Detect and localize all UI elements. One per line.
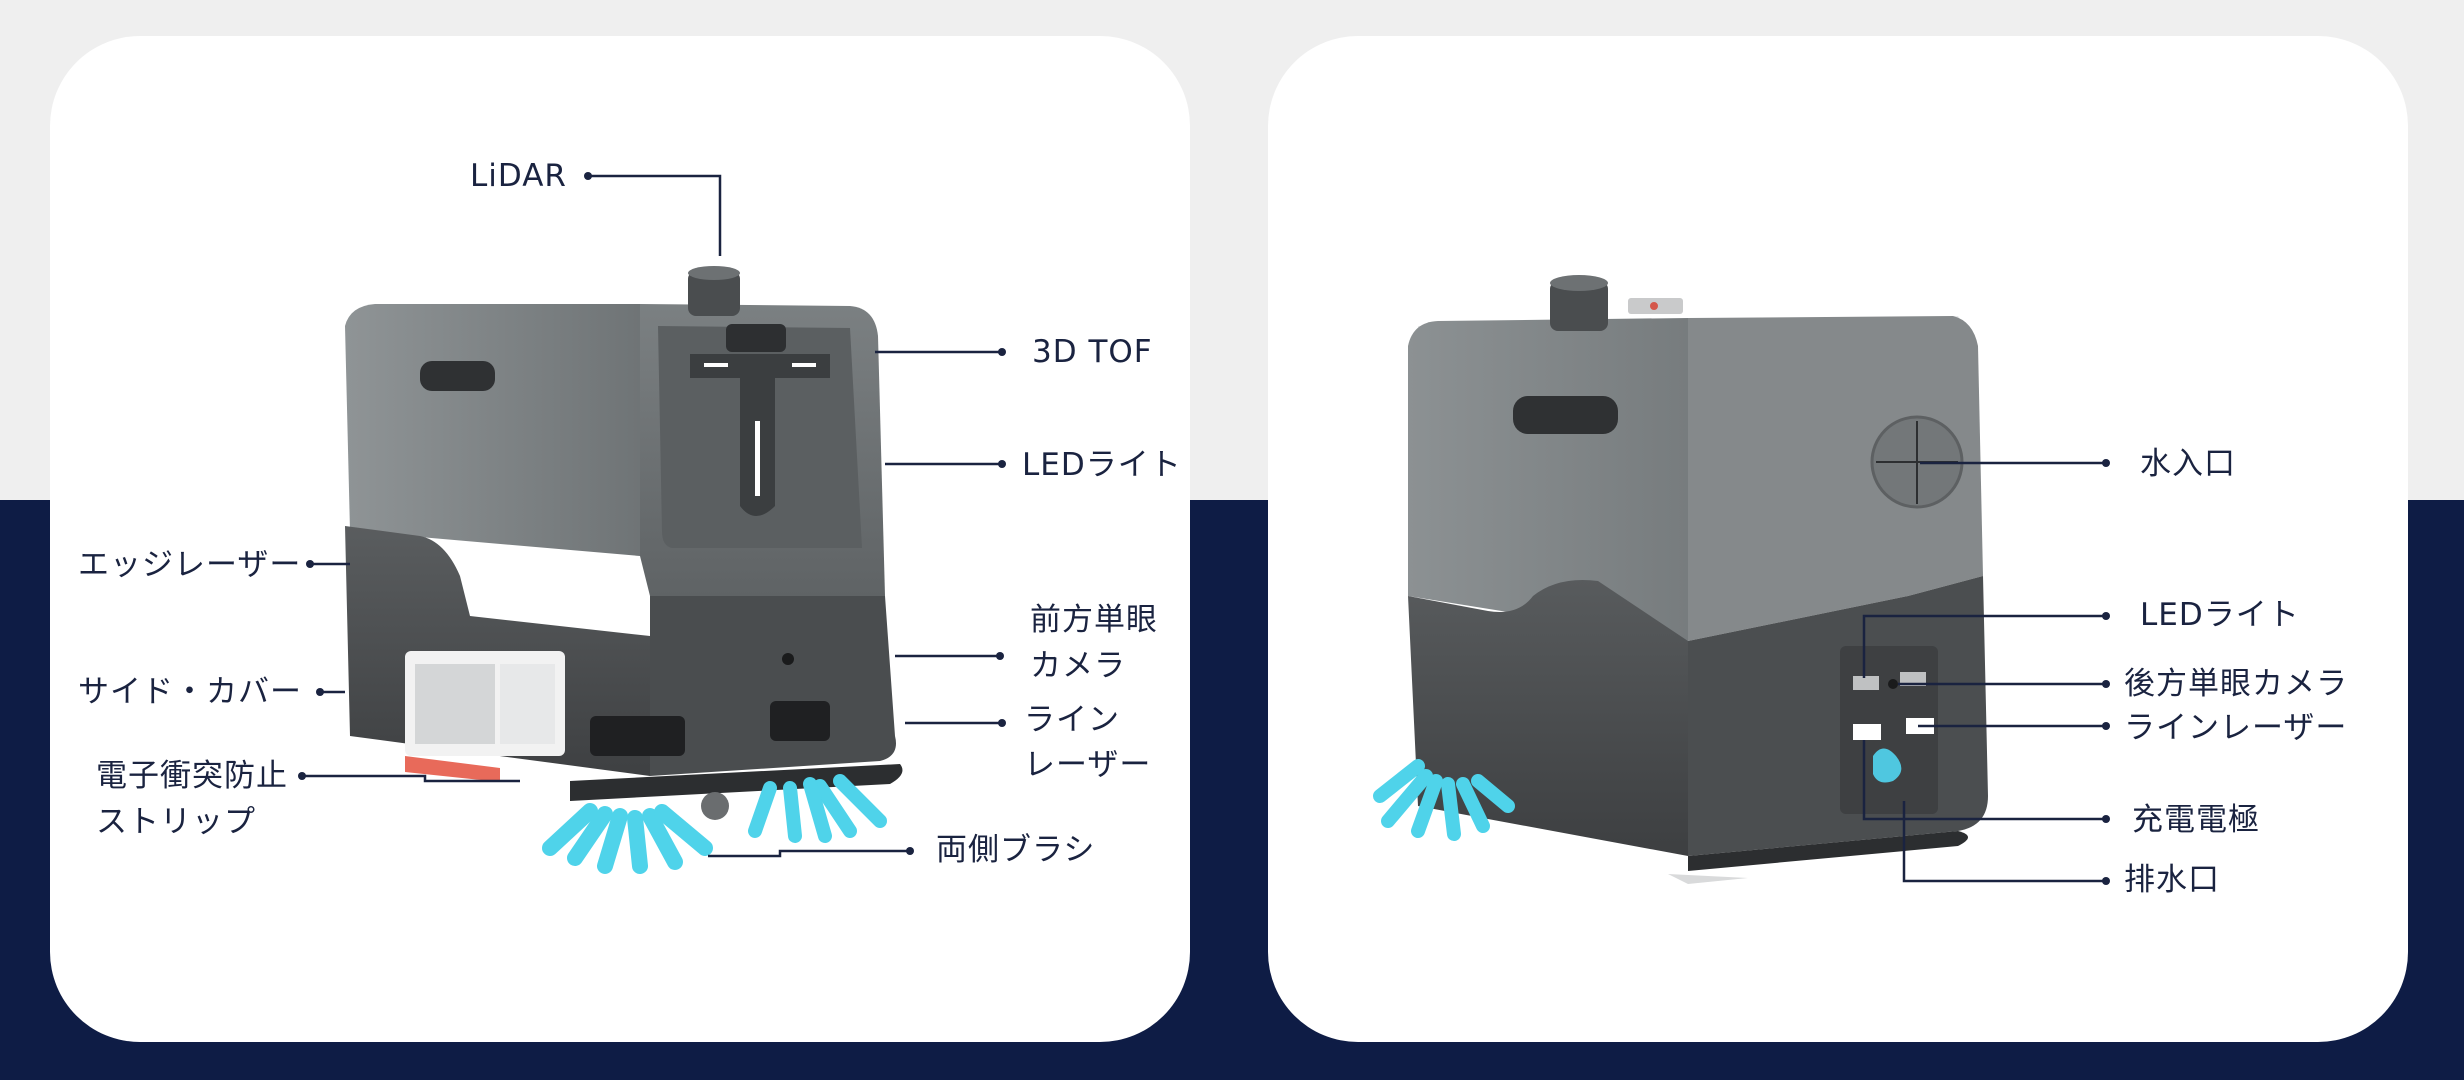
- label-line-laser-line2: レーザー: [1024, 747, 1152, 783]
- rear-camera-lens: [1888, 679, 1898, 689]
- rear-robot-illustration: [1373, 275, 2110, 885]
- drain-valve: [1873, 748, 1902, 783]
- lower-base-front: [650, 596, 896, 776]
- side-brush-right: [748, 774, 887, 843]
- upper-body-rear: [1688, 316, 1983, 641]
- label-3d-tof: 3D TOF: [1032, 334, 1153, 370]
- rear-callout-dots: [2102, 459, 2110, 885]
- label-rear-line-laser: ラインレーザー: [2124, 710, 2348, 746]
- side-handle: [420, 361, 495, 391]
- rear-side-brush: [1373, 759, 1515, 841]
- label-led-light: LEDライト: [1022, 447, 1182, 483]
- lidar-sensor: [688, 271, 740, 316]
- front-camera-window-left: [590, 716, 685, 756]
- front-callout-dots: [298, 172, 1006, 855]
- label-front-camera-line2: カメラ: [1030, 648, 1126, 684]
- rear-view-card: 水入口 LEDライト 後方単眼カメラ ラインレーザー 充電電極 排水口: [1268, 36, 2408, 1042]
- front-view-card: LiDAR 3D TOF LEDライト エッジレーザー 前方単眼 カメラ サイド…: [50, 36, 1190, 1042]
- label-charging-electrode: 充電電極: [2132, 802, 2260, 838]
- label-front-camera-line1: 前方単眼: [1030, 602, 1158, 638]
- led-strip-left: [704, 363, 728, 367]
- bumper-strip: [405, 756, 500, 782]
- label-rear-camera: 後方単眼カメラ: [2124, 666, 2348, 702]
- label-water-inlet: 水入口: [2140, 446, 2236, 482]
- label-lidar: LiDAR: [470, 158, 567, 194]
- front-camera-lens: [782, 653, 794, 665]
- led-strip-right: [792, 363, 816, 367]
- label-bumper-line2: ストリップ: [96, 804, 256, 840]
- label-side-brush: 両側ブラシ: [936, 832, 1096, 868]
- front-camera-window-right: [770, 701, 830, 741]
- upper-body-left: [1408, 318, 1688, 641]
- rear-callout-lines: [1862, 461, 2106, 883]
- rear-led-left: [1853, 676, 1879, 690]
- rear-lidar: [1550, 281, 1608, 331]
- tof-sensor: [726, 324, 786, 352]
- wheel: [701, 792, 729, 820]
- label-rear-led-light: LEDライト: [2140, 597, 2300, 633]
- rear-bottom-rim: [1688, 831, 1968, 871]
- front-callout-lines: [302, 174, 1002, 858]
- upper-body-side: [345, 304, 640, 556]
- side-brush-left: [542, 803, 713, 874]
- label-edge-laser: エッジレーザー: [78, 547, 302, 583]
- label-bumper-line1: 電子衝突防止: [96, 758, 288, 794]
- label-line-laser-line1: ライン: [1024, 702, 1120, 738]
- led-strip-vertical: [755, 421, 760, 496]
- front-robot-illustration: [298, 172, 1006, 874]
- bottom-rim: [570, 764, 903, 801]
- rear-line-laser-left: [1853, 724, 1881, 740]
- rear-handle: [1513, 396, 1618, 434]
- label-side-cover: サイド・カバー: [78, 674, 302, 710]
- label-drain: 排水口: [2124, 862, 2220, 898]
- rear-led-right: [1900, 672, 1926, 686]
